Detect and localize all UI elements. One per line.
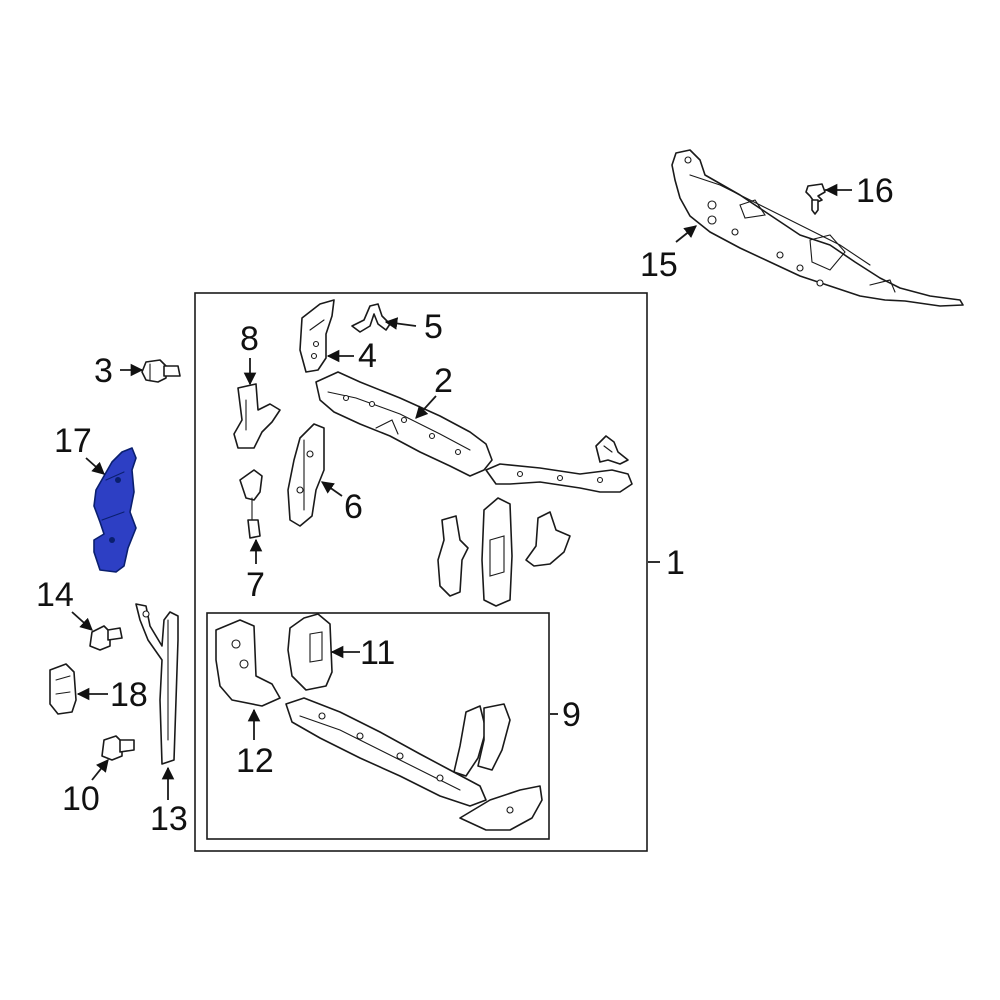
callout-12: 12 [236, 742, 274, 780]
part-9-lower-rail[interactable] [285, 697, 543, 831]
part-12-side-member[interactable] [215, 619, 281, 707]
lower-bracket-center[interactable] [481, 497, 513, 607]
callout-17: 17 [54, 422, 92, 460]
callout-10: 10 [62, 780, 100, 818]
box-9-right-brackets[interactable] [453, 703, 511, 777]
callout-2: 2 [434, 362, 453, 400]
part-upper-right-bracket[interactable] [595, 435, 629, 465]
part-16-clip[interactable] [805, 183, 826, 215]
callout-5: 5 [424, 308, 443, 346]
callout-16: 16 [856, 172, 894, 210]
leader-lines [71, 183, 852, 800]
lower-bracket-left[interactable] [437, 515, 469, 597]
part-17-shape [93, 447, 137, 573]
callout-9: 9 [562, 696, 581, 734]
callout-6: 6 [344, 488, 363, 526]
part-10-bolt[interactable] [101, 735, 135, 761]
callout-3: 3 [94, 352, 113, 390]
callout-labels: 1 2 3 4 5 6 7 8 9 10 11 12 13 14 15 16 1… [36, 172, 894, 838]
part-4-bracket[interactable] [299, 299, 335, 373]
callout-8: 8 [240, 320, 259, 358]
callout-11: 11 [360, 634, 395, 672]
part-3-bolt[interactable] [141, 359, 181, 383]
part-15-upper-cover[interactable] [671, 149, 964, 307]
callout-13: 13 [150, 800, 188, 838]
callout-15: 15 [640, 246, 678, 284]
part-2-upper-rail[interactable] [315, 371, 633, 493]
callout-18: 18 [110, 676, 148, 714]
callout-4: 4 [358, 337, 377, 375]
part-14-bolt[interactable] [89, 625, 123, 651]
part-13-support-rod[interactable] [135, 603, 179, 765]
callout-1: 1 [666, 544, 685, 582]
assembly-box-1 [194, 292, 648, 852]
callout-7: 7 [246, 566, 265, 604]
assembly-box-9 [206, 612, 550, 840]
part-8-bracket[interactable] [233, 383, 281, 449]
part-5-bracket[interactable] [351, 303, 391, 333]
lower-bracket-right[interactable] [525, 511, 571, 567]
part-17-deflector[interactable] [93, 447, 137, 573]
part-11-bracket[interactable] [287, 613, 333, 691]
callout-14: 14 [36, 576, 74, 614]
part-6-side-member[interactable] [287, 423, 325, 527]
part-7-sensor[interactable] [239, 469, 263, 539]
part-18-clip[interactable] [49, 663, 77, 715]
